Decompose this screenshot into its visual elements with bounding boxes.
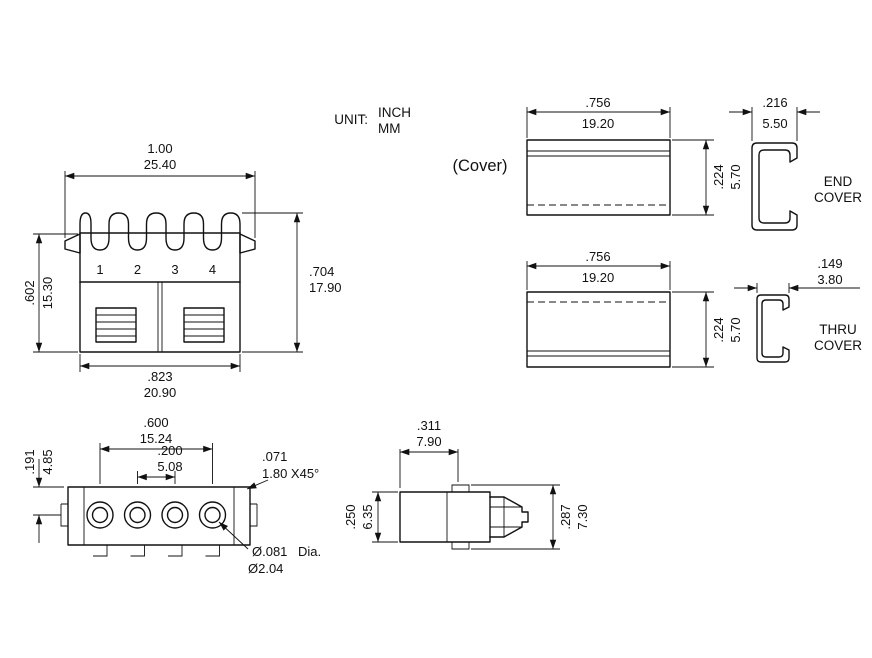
dim-end-cover-height-mm: 5.70 (728, 164, 743, 189)
dim-end-cover-length-inch: .756 (585, 95, 610, 110)
cover-hidden-lines (527, 204, 670, 303)
dim-overall-width-mm: 25.40 (144, 157, 177, 172)
end-cover-side-view (526, 139, 671, 216)
chamfer-leader-line (246, 479, 269, 490)
top-view-body (67, 486, 251, 546)
end-cover-label-line1: END (824, 174, 853, 189)
contact-hole-2-outer (123, 501, 152, 529)
cover-side-views: .756 19.20 .756 19.20 .224 5.70 .224 5.7… (526, 95, 743, 368)
unit-mm: MM (378, 121, 401, 136)
dim-thru-cover-height-mm: 5.70 (728, 317, 743, 342)
front-body-details (96, 282, 224, 352)
unit-label: UNIT: (334, 112, 368, 127)
thru-cover-extension-lines (756, 283, 790, 293)
dim-end-cover-length-mm: 19.20 (582, 116, 615, 131)
dim-thru-cover-height-inch: .224 (711, 317, 726, 342)
front-lower-body (79, 281, 241, 353)
contact-hole-2-inner (129, 506, 146, 524)
thru-cover-profile (756, 294, 790, 363)
dim-thru-profile-width-inch: .149 (817, 256, 842, 271)
dim-end-cover-height-inch: .224 (711, 164, 726, 189)
position-number-4: 4 (209, 262, 216, 277)
cover-section-label: (Cover) (452, 157, 507, 175)
dim-edge-to-center-mm: 4.85 (40, 449, 55, 474)
unit-inch: INCH (378, 105, 411, 120)
cover-internal-lines (527, 150, 670, 357)
side-view: .311 7.90 .250 6.35 .287 7.30 (343, 418, 590, 550)
contact-hole-4-outer (198, 501, 227, 529)
dim-front-height-inch: .250 (343, 504, 358, 529)
dim-overall-width-inch: 1.00 (147, 141, 172, 156)
dim-chamfer-mm: 1.80 X45° (262, 466, 319, 481)
end-cover-profile-view: .216 5.50 END COVER (729, 95, 862, 231)
dim-edge-to-center-inch: .191 (22, 449, 37, 474)
position-number-2: 2 (134, 262, 141, 277)
dim-body-height-mm: 15.30 (40, 277, 55, 310)
side-view-tip (489, 496, 529, 538)
dim-thru-cover-length-mm: 19.20 (582, 270, 615, 285)
unit-note: UNIT: INCH MM (334, 105, 411, 136)
side-view-body (399, 491, 491, 543)
cover-extension-lines (526, 107, 714, 368)
front-extension-lines (33, 171, 303, 372)
top-view: .600 15.24 .200 5.08 .191 4.85 .071 1.80… (22, 415, 321, 576)
front-latch-pads (95, 307, 225, 343)
dim-front-height-mm: 6.35 (360, 504, 375, 529)
dim-hole-diameter-inch: Ø.081 (252, 544, 287, 559)
front-wave-profile (79, 212, 241, 283)
contact-hole-4-inner (204, 506, 221, 524)
dim-body-width-mm: 20.90 (144, 385, 177, 400)
dim-thru-cover-length-inch: .756 (585, 249, 610, 264)
contact-hole-1-outer (86, 501, 114, 529)
side-view-extension-lines (372, 449, 560, 550)
dim-end-profile-width-mm: 5.50 (762, 116, 787, 131)
end-cover-profile (751, 142, 798, 231)
dim-overall-height-inch: .704 (309, 264, 334, 279)
dim-thru-profile-width-mm: 3.80 (817, 272, 842, 287)
hole-diameter-leader-line (218, 521, 249, 550)
contact-hole-3-outer (161, 501, 189, 529)
dim-contact-pitch-inch: .200 (157, 443, 182, 458)
front-view: 1 2 3 4 1.00 25.40 .602 15.30 .704 17.90… (22, 141, 342, 400)
contact-hole-3-inner (166, 506, 184, 524)
thru-cover-label-line2: COVER (814, 338, 862, 353)
thru-cover-side-view (526, 291, 671, 368)
dim-hole-diameter-suffix: Dia. (298, 544, 321, 559)
position-number-1: 1 (96, 262, 103, 277)
dim-depth-inch: .311 (417, 418, 441, 433)
end-cover-extension-lines (751, 107, 798, 141)
dim-contact-pitch-mm: 5.08 (157, 459, 182, 474)
thru-cover-label-line1: THRU (819, 322, 857, 337)
mounting-ears (64, 233, 256, 254)
dim-depth-mm: 7.90 (416, 434, 441, 449)
dim-body-width-inch: .823 (147, 369, 172, 384)
end-cover-label-line2: COVER (814, 190, 862, 205)
dim-end-profile-width-inch: .216 (762, 95, 787, 110)
dim-contact-span-mm: 15.24 (140, 431, 173, 446)
thru-cover-profile-view: .149 3.80 THRU COVER (734, 256, 862, 363)
top-view-extension-lines (33, 443, 213, 516)
dim-chamfer-inch: .071 (262, 449, 287, 464)
dim-side-overall-height-inch: .287 (558, 504, 573, 529)
dim-hole-diameter-mm: Ø2.04 (248, 561, 283, 576)
position-number-3: 3 (171, 262, 178, 277)
dim-body-height-inch: .602 (22, 280, 37, 305)
dim-side-overall-height-mm: 7.30 (575, 504, 590, 529)
contact-hole-1-inner (91, 506, 109, 524)
side-view-details (446, 484, 522, 550)
top-view-details (60, 487, 258, 557)
dim-contact-span-inch: .600 (143, 415, 168, 430)
dim-overall-height-mm: 17.90 (309, 280, 342, 295)
